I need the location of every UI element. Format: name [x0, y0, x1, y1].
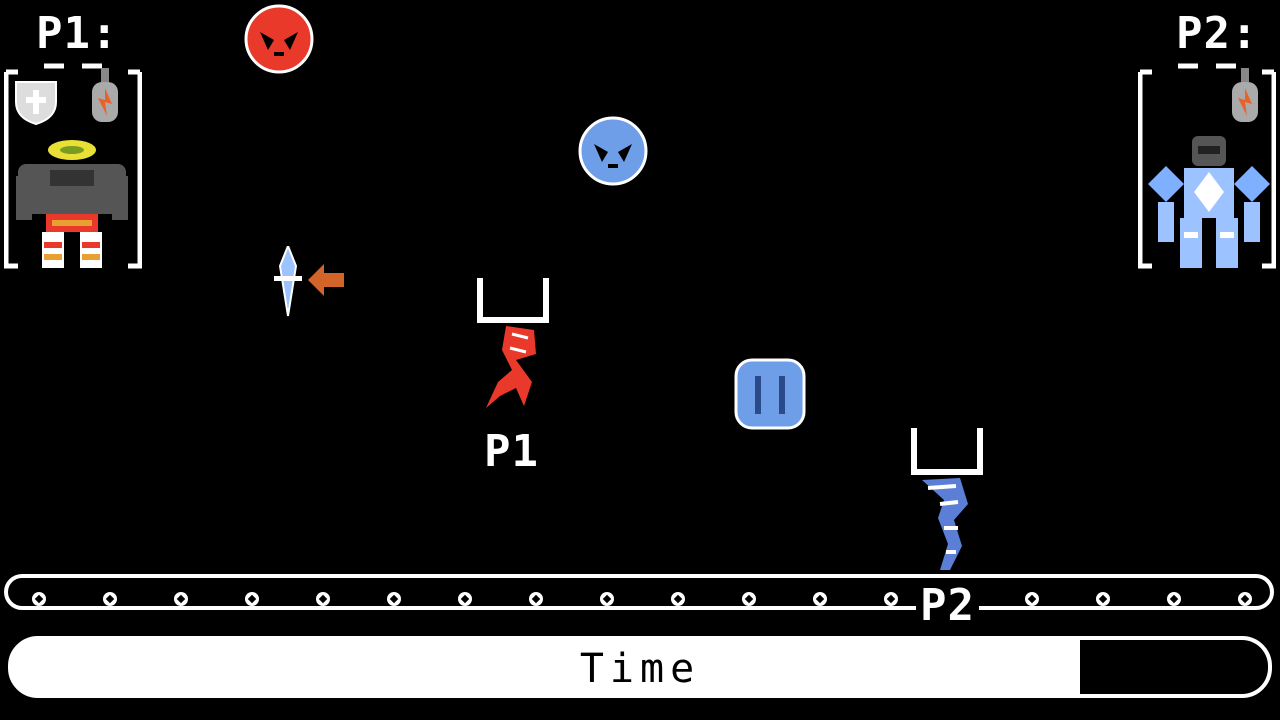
time-bar: Time [8, 636, 1272, 698]
p1-fire-lantern-icon [88, 68, 122, 126]
blue-alien-orb [578, 116, 648, 186]
conveyor-belt-floor [4, 574, 1274, 610]
p2-player-tag: P2 [916, 584, 979, 628]
belt-bolt [671, 592, 685, 606]
red-alien-orb [244, 4, 314, 74]
belt-bolt [103, 592, 117, 606]
belt-bolt [1238, 592, 1252, 606]
belt-bolt [813, 592, 827, 606]
time-label: Time [579, 646, 701, 692]
time-bar-remaining-empty [1079, 640, 1268, 694]
orange-arrow-indicator [308, 264, 344, 296]
p2-hud-label: P2: [1176, 8, 1259, 59]
belt-bolt [316, 592, 330, 606]
p1-robot [16, 128, 128, 270]
belt-bolt [529, 592, 543, 606]
belt-bolt [32, 592, 46, 606]
belt-bolt [458, 592, 472, 606]
p1-character [476, 278, 550, 414]
blue-shield-pickup [734, 358, 806, 430]
ice-dagger [274, 246, 302, 318]
p1-hud-label: P1: [36, 8, 119, 59]
p1-frame-brackets [3, 63, 143, 269]
belt-bolt [174, 592, 188, 606]
belt-bolt [1096, 592, 1110, 606]
p1-player-tag: P1 [484, 426, 539, 477]
p2-frame-brackets [1137, 63, 1277, 269]
belt-bolt [387, 592, 401, 606]
belt-bolt [600, 592, 614, 606]
belt-bolt [742, 592, 756, 606]
belt-bolt [1167, 592, 1181, 606]
belt-bolt [245, 592, 259, 606]
p1-robot-frame [3, 62, 143, 274]
p2-robot [1148, 132, 1270, 270]
p2-fire-lantern-icon [1228, 68, 1262, 126]
p2-robot-frame [1137, 62, 1277, 274]
belt-bolt [884, 592, 898, 606]
shield-icon [14, 80, 58, 126]
p2-character [910, 428, 984, 574]
belt-bolt [1025, 592, 1039, 606]
